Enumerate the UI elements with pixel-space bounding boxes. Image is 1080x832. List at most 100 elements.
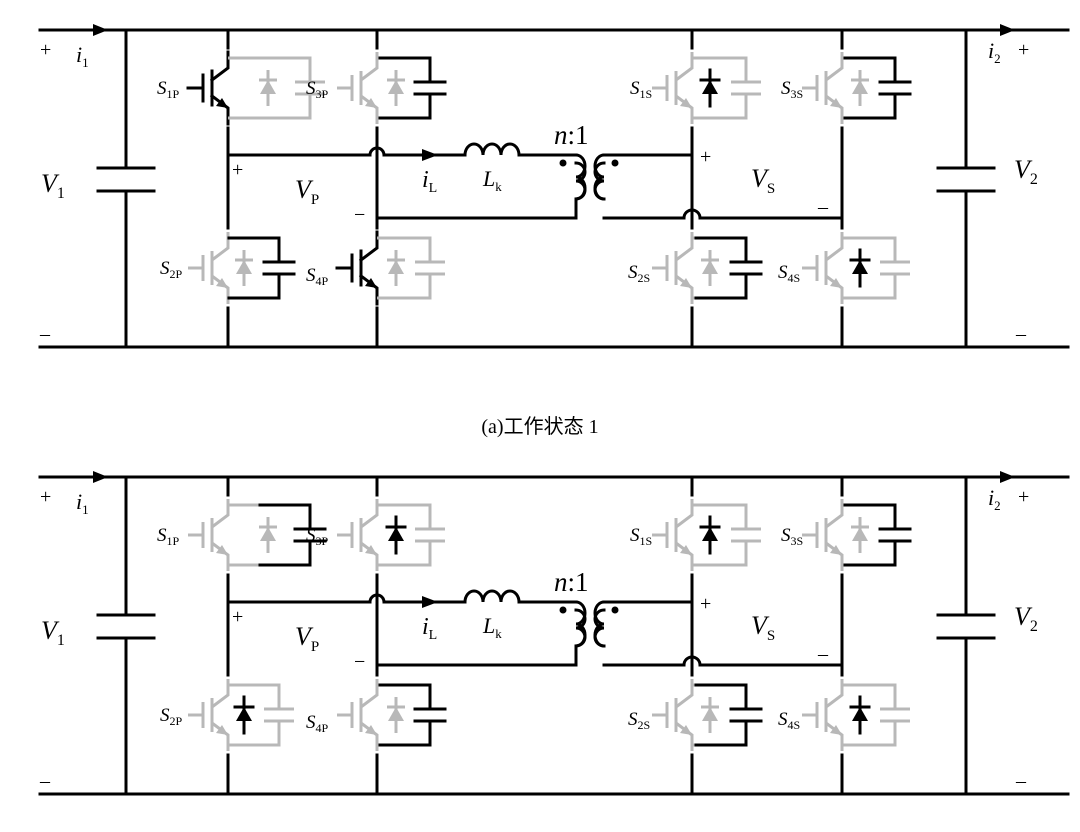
snubber-capacitor (843, 56, 912, 120)
igbt-collector (825, 499, 844, 529)
igbt-collector (211, 679, 230, 709)
capacitor-lead (845, 721, 897, 747)
diode-active (699, 515, 721, 555)
igbt-arrow (830, 278, 842, 288)
diode-inactive (235, 250, 253, 286)
label-v1-sub: 1 (57, 185, 65, 202)
igbt-collector (358, 230, 379, 263)
label-lk-main: L (482, 613, 495, 638)
label-s4p: S4P (306, 712, 329, 735)
diode-active (849, 248, 871, 288)
switch-s1p: S1P (157, 499, 327, 571)
capacitor-lead (380, 236, 432, 262)
label-i1: i1 (76, 489, 89, 517)
label-s1s-sub: 1S (640, 534, 653, 548)
diode-symbol (388, 80, 404, 94)
igbt-arrow (216, 278, 228, 288)
capacitor-lead (843, 92, 897, 120)
capacitor-lead (845, 683, 897, 709)
diode-symbol (702, 80, 718, 94)
igbt-collector (825, 679, 844, 709)
sign-plus-vs: + (700, 146, 711, 168)
label-ratio: n:1 (554, 567, 589, 597)
label-s2p: S2P (160, 705, 183, 728)
switch-s3p: S3P (306, 499, 445, 571)
label-s3p-sub: 3P (316, 87, 329, 101)
capacitor-lead (845, 274, 897, 300)
label-vp-main: V (295, 622, 314, 651)
snubber-capacitor (258, 503, 327, 567)
diode-symbol (702, 707, 718, 721)
igbt-collector (675, 232, 694, 262)
capacitor-lead (696, 541, 748, 567)
sign-minus-vs: – (817, 643, 829, 665)
label-v1-sub: 1 (57, 632, 65, 649)
sign-minus-vp: − (354, 204, 365, 226)
polarity-dot-primary (559, 606, 567, 614)
igbt-emitter (675, 721, 694, 751)
diode-inactive (851, 517, 869, 553)
igbt-emitter (211, 721, 230, 751)
igbt-emitter (358, 273, 379, 306)
diode-symbol (388, 260, 404, 274)
label-i2: i2 (988, 38, 1001, 66)
igbt-inactive (652, 232, 694, 304)
igbt-emitter (675, 541, 694, 571)
switch-s2p: S2P (160, 232, 296, 304)
figure-caption: (a)工作状态 1 (481, 416, 599, 438)
capacitor-lead (378, 92, 432, 120)
igbt-active (186, 50, 230, 126)
polarity-dot-primary (559, 159, 567, 167)
label-il-main: i (422, 614, 429, 640)
winding-secondary-turns (593, 608, 606, 648)
igbt-emitter (360, 94, 379, 124)
capacitor-lead (696, 56, 748, 82)
capacitor-lead (845, 236, 897, 262)
capacitor-lead (694, 272, 748, 300)
snubber-capacitor (378, 683, 447, 747)
label-s2p-main: S (160, 258, 170, 279)
label-s2s: S2S (628, 709, 650, 732)
label-il: iL (422, 167, 437, 196)
sign-minus-vp: − (354, 651, 365, 673)
label-s4s-main: S (778, 709, 788, 730)
label-vs-sub: S (767, 181, 775, 197)
diode-inactive (259, 70, 277, 106)
igbt-inactive (188, 679, 230, 751)
switch-s1p: S1P (157, 50, 325, 126)
diode-active (385, 515, 407, 555)
diode-active (849, 695, 871, 735)
label-vp-sub: P (311, 192, 319, 208)
sign-plus-vs: + (700, 593, 711, 615)
label-s1s-sub: 1S (640, 87, 653, 101)
label-s4p: S4P (306, 265, 329, 288)
capacitor-lead (229, 721, 281, 747)
capacitor-lead (378, 56, 432, 84)
label-lk-sub: k (495, 179, 502, 194)
igbt-active (335, 230, 379, 306)
igbt-arrow (365, 278, 377, 288)
switch-s4s: S4S (778, 679, 910, 751)
snubber-capacitor (694, 236, 763, 300)
sign-plus-v1: + (40, 39, 51, 61)
label-i2: i2 (988, 485, 1001, 513)
label-s4p-main: S (306, 265, 316, 286)
snubber-capacitor (380, 503, 445, 567)
switch-s4p: S4P (306, 679, 447, 751)
sign-minus-v2: – (1015, 770, 1027, 792)
label-s2p-sub: 2P (170, 267, 183, 281)
label-s2s: S2S (628, 262, 650, 285)
igbt-collector (825, 232, 844, 262)
label-v2-main: V (1014, 155, 1033, 184)
label-s2s-main: S (628, 262, 638, 283)
label-vp: VP (295, 622, 319, 655)
diode-inactive (701, 697, 719, 733)
sign-plus-v1: + (40, 486, 51, 508)
igbt-collector (675, 679, 694, 709)
current-arrow-il (422, 149, 438, 161)
label-s1s-main: S (630, 525, 640, 546)
diode-symbol (852, 80, 868, 94)
igbt-collector (211, 499, 230, 529)
igbt-collector (360, 679, 379, 709)
